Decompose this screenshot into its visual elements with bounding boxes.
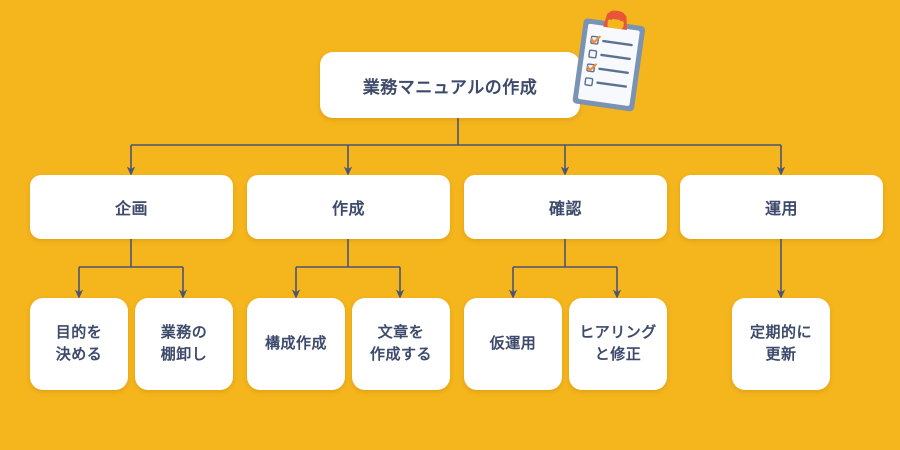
node-level3-karunyou[interactable]: 仮運用: [464, 298, 562, 390]
node-level2-kakunin[interactable]: 確認: [464, 175, 667, 239]
node-level3-kousei[interactable]: 構成作成: [247, 298, 345, 390]
node-level3-bunshou-label: 文章を 作成する: [369, 323, 432, 363]
node-level3-hearing[interactable]: ヒアリング と修正: [569, 298, 667, 390]
node-level2-kikaku[interactable]: 企画: [30, 175, 233, 239]
node-root-label: 業務マニュアルの作成: [362, 77, 538, 98]
node-level3-tanaoroshi[interactable]: 業務の 棚卸し: [135, 298, 233, 390]
node-level3-mokuteki-label: 目的を 決める: [55, 323, 103, 363]
node-level2-sakusei-label: 作成: [331, 199, 365, 218]
node-level3-teikiteki[interactable]: 定期的に 更新: [732, 298, 830, 390]
node-level3-hearing-label: ヒアリング と修正: [579, 323, 657, 363]
node-level3-teikiteki-label: 定期的に 更新: [749, 323, 812, 363]
node-level3-kousei-label: 構成作成: [264, 334, 327, 353]
node-level2-sakusei[interactable]: 作成: [247, 175, 450, 239]
node-level3-mokuteki[interactable]: 目的を 決める: [30, 298, 128, 390]
node-root[interactable]: 業務マニュアルの作成: [320, 52, 580, 118]
node-level2-unyou-label: 運用: [764, 199, 798, 218]
node-level3-karunyou-label: 仮運用: [489, 334, 537, 353]
node-level2-kikaku-label: 企画: [114, 199, 148, 218]
clipboard-checklist-icon: [572, 10, 646, 112]
node-level2-kakunin-label: 確認: [548, 199, 582, 218]
node-level2-unyou[interactable]: 運用: [680, 175, 883, 239]
node-level3-bunshou[interactable]: 文章を 作成する: [352, 298, 450, 390]
node-level3-tanaoroshi-label: 業務の 棚卸し: [160, 323, 208, 363]
